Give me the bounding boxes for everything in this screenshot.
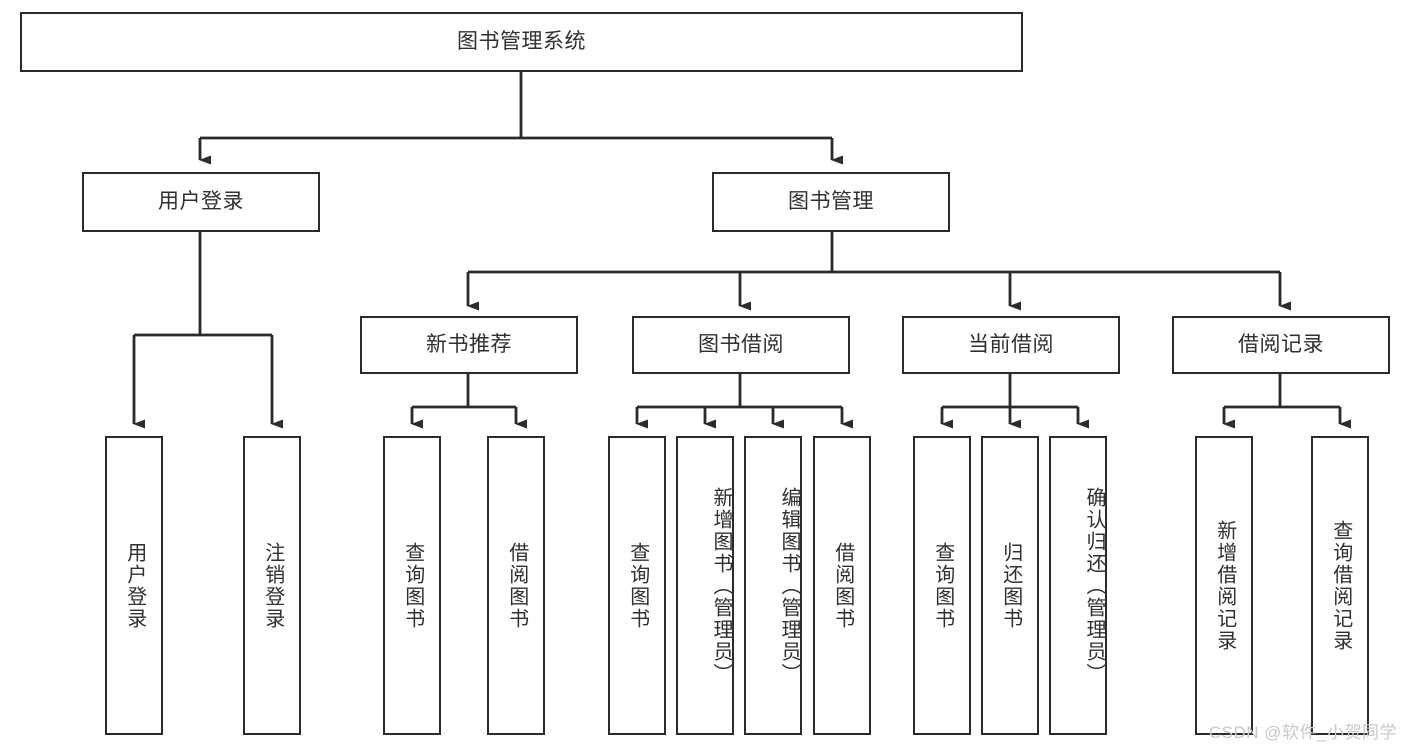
leaf-new-book-query-books[interactable]: 查询图书	[383, 436, 441, 735]
node-new-book-recommend[interactable]: 新书推荐	[360, 316, 578, 374]
node-root-system[interactable]: 图书管理系统	[20, 12, 1023, 72]
node-book-management[interactable]: 图书管理	[712, 172, 950, 232]
csdn-watermark: CSDN @软件_小贺同学	[1208, 723, 1397, 742]
leaf-current-borrow-return-books[interactable]: 归还图书	[981, 436, 1039, 735]
leaf-user-login-signin[interactable]: 用户登录	[105, 436, 163, 735]
leaf-current-borrow-confirm-return-admin[interactable]: 确认归还（管理员）	[1049, 436, 1107, 735]
leaf-book-borrow-query-books[interactable]: 查询图书	[608, 436, 666, 735]
leaf-current-borrow-query-books[interactable]: 查询图书	[913, 436, 971, 735]
leaf-book-borrow-add-book-admin[interactable]: 新增图书（管理员）	[676, 436, 734, 735]
node-borrow-record[interactable]: 借阅记录	[1172, 316, 1390, 374]
leaf-new-book-borrow-books[interactable]: 借阅图书	[487, 436, 545, 735]
leaf-user-login-signout[interactable]: 注销登录	[243, 436, 301, 735]
node-user-login[interactable]: 用户登录	[82, 172, 320, 232]
leaf-borrow-record-query-record[interactable]: 查询借阅记录	[1311, 436, 1369, 735]
leaf-book-borrow-edit-book-admin[interactable]: 编辑图书（管理员）	[744, 436, 802, 735]
node-book-borrow[interactable]: 图书借阅	[632, 316, 850, 374]
leaf-borrow-record-add-record[interactable]: 新增借阅记录	[1195, 436, 1253, 735]
leaf-book-borrow-borrow-books[interactable]: 借阅图书	[813, 436, 871, 735]
node-current-borrow[interactable]: 当前借阅	[902, 316, 1120, 374]
